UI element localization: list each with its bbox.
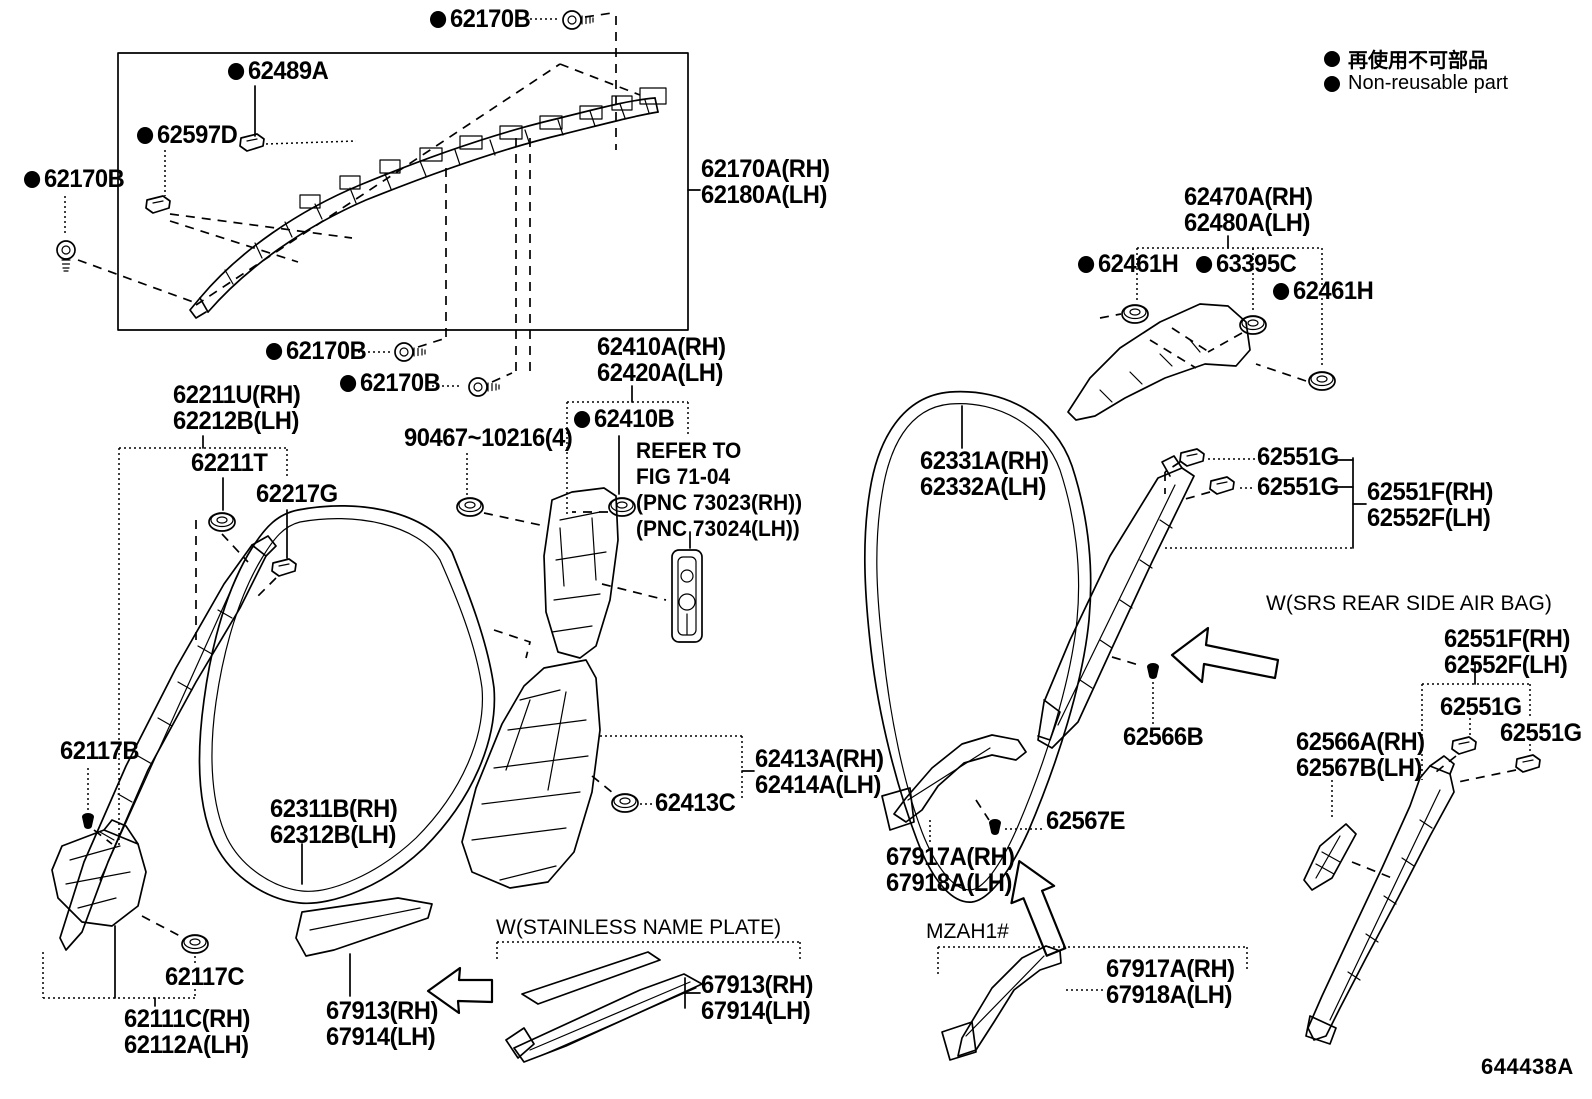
callout-62551g-1[interactable]: 62551G: [1257, 443, 1339, 471]
callout-62551g-2[interactable]: 62551G: [1257, 473, 1339, 501]
callout-67913-67914-right[interactable]: 67913(RH)67914(LH): [701, 971, 813, 1025]
legend-non-reusable-jp: 再使用不可部品: [1324, 44, 1488, 73]
callout-62551g-4[interactable]: 62551G: [1500, 719, 1582, 747]
figure-number: 644438A: [1481, 1054, 1574, 1079]
non-reusable-dot: [266, 342, 283, 360]
callout-62111c-62112a[interactable]: 62111C(RH)62112A(LH): [124, 1005, 250, 1059]
callout-62413a-62414a[interactable]: 62413A(RH)62414A(LH): [755, 745, 884, 799]
callout-62551g-3[interactable]: 62551G: [1440, 693, 1522, 721]
non-reusable-dot: [340, 374, 357, 392]
callout-90467-fastener[interactable]: 90467~10216(4): [404, 424, 573, 452]
b-pillar-lower-garnish: [461, 659, 755, 889]
non-reusable-dot: [24, 170, 41, 188]
callout-62170b-roof[interactable]: 62170B: [430, 6, 531, 32]
non-reusable-dot: [574, 410, 591, 428]
rear-scuff-trim: [881, 734, 1248, 1061]
callout-67913-67914-left[interactable]: 67913(RH)67914(LH): [326, 997, 438, 1051]
front-door-opening-trim: [198, 505, 496, 905]
note-srs-rear-side-airbag: W(SRS REAR SIDE AIR BAG): [1266, 592, 1552, 615]
non-reusable-dot: [137, 126, 154, 144]
callout-62170b-mid2[interactable]: 62170B: [340, 370, 441, 396]
callout-62566b[interactable]: 62566B: [1123, 723, 1204, 751]
callout-62551f-62552f-1[interactable]: 62551F(RH)62552F(LH): [1367, 478, 1493, 532]
non-reusable-dot: [1324, 50, 1340, 67]
callout-62311b-62312b[interactable]: 62311B(RH)62312B(LH): [270, 795, 398, 849]
callout-62567e[interactable]: 62567E: [1046, 807, 1126, 835]
callout-62551f-62552f-2[interactable]: 62551F(RH)62552F(LH): [1444, 625, 1570, 679]
callout-62597d[interactable]: 62597D: [137, 122, 238, 148]
callout-67917a-67918a-left[interactable]: 67917A(RH)67918A(LH): [886, 843, 1015, 897]
curtain-airbag-assembly: [117, 16, 689, 372]
roof-fastener-leaders: [56, 10, 701, 397]
srs-quarter-lower-trim: [1303, 661, 1541, 1045]
note-model-code: MZAH1#: [926, 920, 1009, 943]
callout-62470a-62480a[interactable]: 62470A(RH)62480A(LH): [1184, 183, 1313, 237]
callout-62170b-left[interactable]: 62170B: [24, 166, 125, 192]
callout-62489a[interactable]: 62489A: [228, 58, 329, 84]
callout-62211u-62212b[interactable]: 62211U(RH)62212B(LH): [173, 381, 301, 435]
callout-62413c[interactable]: 62413C: [655, 789, 736, 817]
callout-62217g[interactable]: 62217G: [256, 480, 338, 508]
callout-62566a-62567b[interactable]: 62566A(RH)62567B(LH): [1296, 728, 1425, 782]
callout-62410a-62420a[interactable]: 62410A(RH)62420A(LH): [597, 333, 726, 387]
non-reusable-dot: [1196, 255, 1213, 273]
non-reusable-dot: [1324, 75, 1340, 92]
note-stainless-name-plate: W(STAINLESS NAME PLATE): [496, 916, 782, 939]
callout-63395c[interactable]: 63395C: [1196, 251, 1297, 277]
callout-62117c[interactable]: 62117C: [165, 963, 245, 991]
non-reusable-dot: [430, 10, 447, 28]
callout-62461h-1[interactable]: 62461H: [1078, 251, 1179, 277]
a-pillar-garnish: [59, 435, 297, 951]
stainless-scuff-plates: [496, 941, 801, 1063]
callout-62170b-mid1[interactable]: 62170B: [266, 338, 367, 364]
non-reusable-dot: [1078, 255, 1095, 273]
callout-62117b[interactable]: 62117B: [60, 737, 140, 765]
b-pillar-upper-garnish: [456, 385, 703, 659]
callout-62461h-2[interactable]: 62461H: [1273, 278, 1374, 304]
non-reusable-dot: [228, 62, 245, 80]
legend-non-reusable-en: Non-reusable part: [1324, 72, 1508, 95]
callout-62331a-62332a[interactable]: 62331A(RH)62332A(LH): [920, 447, 1049, 501]
callout-67917a-67918a-right[interactable]: 67917A(RH)67918A(LH): [1106, 955, 1235, 1009]
quarter-upper-garnish: [1067, 235, 1336, 421]
callout-62410b[interactable]: 62410B: [574, 406, 675, 432]
callout-62170a-62180a[interactable]: 62170A(RH)62180A(LH): [701, 155, 830, 209]
callout-62211t[interactable]: 62211T: [191, 449, 268, 477]
front-scuff-plate: [295, 897, 494, 1015]
non-reusable-dot: [1273, 282, 1290, 300]
rear-door-opening-trim: [863, 390, 1092, 903]
quarter-lower-trim: [1037, 448, 1367, 749]
cowl-side-trim: [42, 768, 209, 1007]
